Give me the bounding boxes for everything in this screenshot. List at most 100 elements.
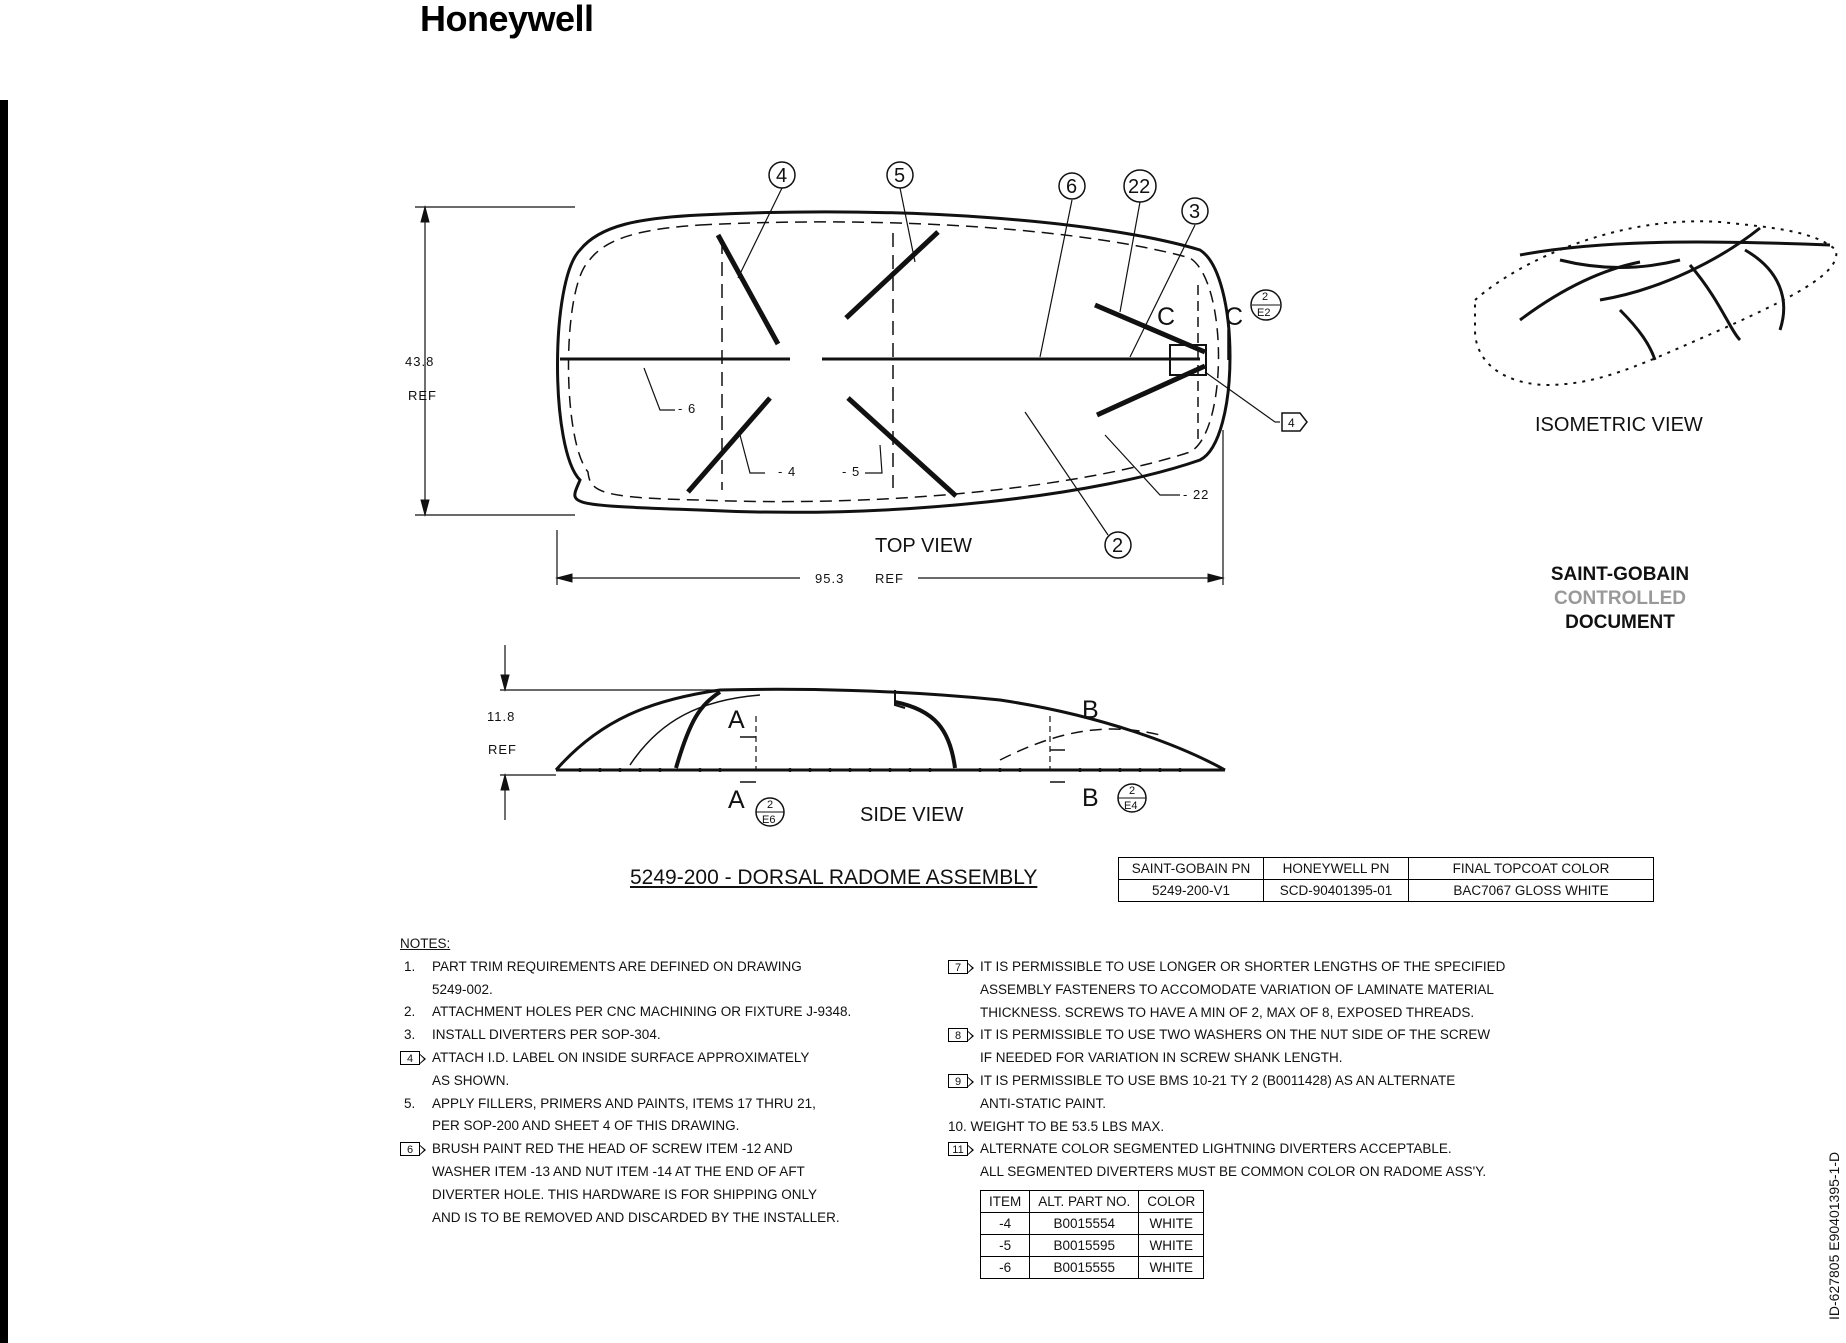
svg-text:E6: E6: [762, 814, 775, 826]
svg-text:REF: REF: [408, 388, 437, 403]
svg-text:22: 22: [1128, 176, 1150, 198]
svg-text:95.3: 95.3: [815, 571, 844, 586]
svg-text:REF: REF: [488, 742, 517, 757]
alt-cell: B0015595: [1029, 1234, 1140, 1257]
note-7-cont: ASSEMBLY FASTENERS TO ACCOMODATE VARIATI…: [980, 981, 1494, 997]
flag-note-icon: 11: [948, 1142, 974, 1157]
pn-header-cell: SAINT-GOBAIN PN: [1118, 857, 1264, 880]
svg-text:B: B: [1082, 784, 1099, 812]
controlled-document-stamp: SAINT-GOBAIN CONTROLLED DOCUMENT: [1500, 563, 1740, 635]
svg-text:6: 6: [1066, 176, 1077, 198]
note-6-cont: WASHER ITEM -13 AND NUT ITEM -14 AT THE …: [432, 1163, 805, 1179]
svg-text:TOP VIEW: TOP VIEW: [875, 535, 972, 557]
pn-cell: SCD-90401395-01: [1263, 879, 1409, 902]
stamp-line-3: DOCUMENT: [1565, 612, 1675, 633]
svg-text:2: 2: [767, 799, 773, 811]
svg-text:A: A: [728, 706, 745, 734]
note-5-cont: PER SOP-200 AND SHEET 4 OF THIS DRAWING.: [432, 1118, 740, 1134]
isometric-view: [1474, 220, 1838, 387]
svg-text:E4: E4: [1124, 800, 1137, 812]
side-view-rivets: [578, 768, 1182, 772]
svg-text:3: 3: [1189, 201, 1200, 223]
alt-cell: -4: [979, 1212, 1031, 1235]
alternate-parts-table: ITEM ALT. PART NO. COLOR -4 B0015554 WHI…: [979, 1190, 1205, 1279]
flag-note-icon: 6: [400, 1142, 426, 1157]
notes-heading: NOTES:: [400, 936, 451, 951]
side-view-profile: [554, 687, 1226, 772]
note-6-cont: DIVERTER HOLE. THIS HARDWARE IS FOR SHIP…: [432, 1186, 818, 1202]
note-1: 1.PART TRIM REQUIREMENTS ARE DEFINED ON …: [404, 958, 802, 974]
top-view-labels: 43.8 REF 95.3 REF 4 5 6 22 3 2 - 6 - 4 -…: [405, 165, 1295, 586]
diverter-mid-upper: [844, 230, 940, 320]
pn-header-cell: FINAL TOPCOAT COLOR: [1408, 857, 1654, 880]
svg-text:C: C: [1157, 303, 1175, 331]
note-4-cont: AS SHOWN.: [432, 1072, 510, 1088]
alt-cell: WHITE: [1138, 1234, 1205, 1257]
pn-header-cell: HONEYWELL PN: [1263, 857, 1409, 880]
alt-cell: B0015554: [1029, 1212, 1140, 1235]
alt-cell: -6: [979, 1256, 1031, 1279]
svg-text:C: C: [1225, 303, 1243, 331]
note-8-cont: IF NEEDED FOR VARIATION IN SCREW SHANK L…: [980, 1050, 1343, 1066]
svg-text:ISOMETRIC VIEW: ISOMETRIC VIEW: [1535, 414, 1703, 436]
flag-note-icon: 9: [948, 1073, 974, 1088]
page-edge-bar: [0, 100, 8, 1343]
svg-text:REF: REF: [875, 571, 904, 586]
honeywell-logo: Honeywell: [420, 0, 594, 39]
note-2: 2.ATTACHMENT HOLES PER CNC MACHINING OR …: [404, 1004, 852, 1020]
svg-text:- 6: - 6: [678, 401, 696, 416]
note-5: 5.APPLY FILLERS, PRIMERS AND PAINTS, ITE…: [404, 1095, 816, 1111]
svg-text:E2: E2: [1257, 307, 1270, 319]
side-view: [500, 645, 1226, 827]
side-view-labels: 11.8 REF A A B B 2 E6 2 E4 SIDE VIEW: [487, 696, 1137, 826]
top-view: [415, 161, 1308, 585]
note-6-cont: AND IS TO BE REMOVED AND DISCARDED BY TH…: [432, 1209, 840, 1225]
top-view-outline: [556, 210, 1232, 514]
table-row: -4 B0015554 WHITE: [979, 1212, 1205, 1235]
note-7-cont: THICKNESS. SCREWS TO HAVE A MIN OF 2, MA…: [980, 1004, 1475, 1020]
diverter-fwd-upper: [715, 233, 781, 346]
document-id: ID-627805 E90401395-1-D: [1826, 1151, 1842, 1320]
svg-text:- 22: - 22: [1183, 487, 1209, 502]
flag-note-icon: 4: [400, 1050, 426, 1065]
id-label-box: [1169, 344, 1207, 376]
svg-text:2: 2: [1129, 785, 1135, 797]
diverter-fwd-lower: [686, 396, 772, 494]
notes-left: NOTES: 1.PART TRIM REQUIREMENTS ARE DEFI…: [400, 933, 960, 1229]
stamp-line-1: SAINT-GOBAIN: [1550, 564, 1690, 585]
alt-header-cell: ITEM: [979, 1190, 1031, 1213]
alt-cell: B0015555: [1029, 1256, 1140, 1279]
svg-text:43.8: 43.8: [405, 354, 434, 369]
alt-header-cell: ALT. PART NO.: [1029, 1190, 1140, 1213]
diverter-aft-lower: [1095, 363, 1207, 418]
svg-text:4: 4: [1288, 416, 1295, 430]
svg-text:- 4: - 4: [778, 464, 796, 479]
svg-text:5: 5: [894, 165, 905, 187]
note-1-cont: 5249-002.: [432, 981, 493, 997]
pn-cell: 5249-200-V1: [1118, 879, 1264, 902]
alt-header-row: ITEM ALT. PART NO. COLOR: [979, 1190, 1205, 1213]
svg-text:SIDE VIEW: SIDE VIEW: [860, 804, 963, 826]
note-9-cont: ANTI-STATIC PAINT.: [980, 1095, 1107, 1111]
flag-note-icon: 8: [948, 1028, 974, 1043]
stamp-line-2: CONTROLLED: [1554, 588, 1686, 609]
svg-text:11.8: 11.8: [487, 709, 515, 724]
note-10: 10. WEIGHT TO BE 53.5 LBS MAX.: [948, 1118, 1165, 1134]
svg-text:A: A: [728, 786, 745, 814]
top-view-inner-outline: [567, 221, 1220, 503]
flag-4-outline: [1281, 412, 1308, 432]
flag-note-icon: 7: [948, 960, 974, 974]
svg-text:2: 2: [1112, 535, 1123, 557]
alt-cell: WHITE: [1138, 1256, 1205, 1279]
part-number-table: SAINT-GOBAIN PN HONEYWELL PN FINAL TOPCO…: [1118, 857, 1654, 902]
svg-text:2: 2: [1262, 291, 1268, 303]
pn-data-row: 5249-200-V1 SCD-90401395-01 BAC7067 GLOS…: [1118, 879, 1654, 902]
